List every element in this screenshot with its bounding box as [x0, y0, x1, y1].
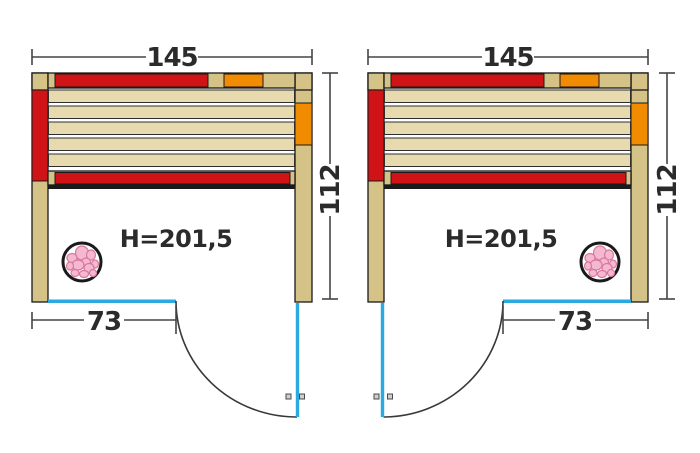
door-handle: [387, 393, 393, 400]
sauna-left: 145 112: [31, 43, 346, 418]
depth-dimension-label: 112: [316, 164, 346, 215]
bench-slat: [48, 89, 295, 103]
label-backing: [654, 164, 680, 216]
door-swing-arc: [175, 300, 298, 418]
door-handle: [373, 393, 380, 400]
bench-edge-line: [48, 185, 295, 189]
glass-door-open: [295, 303, 300, 417]
sauna-right-walls: [367, 72, 649, 303]
bench-slat: [48, 153, 295, 167]
bench-front-heater: [390, 172, 627, 185]
sauna-left-depth-dimension: 112: [316, 72, 346, 300]
ceiling-height-label: H=201,5: [445, 225, 558, 253]
bench-slat: [48, 137, 295, 151]
right-corner-post: [294, 72, 313, 91]
bench-front-heater: [54, 172, 291, 185]
bench-slat: [48, 121, 295, 135]
depth-dimension-label: 112: [653, 164, 683, 215]
left-corner-post: [367, 72, 385, 91]
sauna-left-front: [48, 299, 305, 418]
label-backing: [84, 307, 124, 334]
bench-slat: [384, 137, 631, 151]
label-backing: [317, 164, 343, 216]
sauna-stones-icon: [61, 241, 103, 283]
left-wall-heater-panel: [31, 89, 49, 182]
right-wall-heater-panel: [294, 102, 313, 146]
sauna-left-bench: [47, 89, 296, 189]
sauna-right-front: [373, 299, 631, 418]
right-wall-heater-panel: [630, 102, 649, 146]
sauna-stones-icon: [579, 241, 621, 283]
sauna-right-width-dimension: 145: [367, 43, 649, 73]
width-dimension-label: 145: [482, 43, 533, 73]
bench-slat: [384, 121, 631, 135]
sauna-right-depth-dimension: 112: [653, 72, 683, 300]
ceiling-height-label: H=201,5: [120, 225, 233, 253]
glass-front-panel: [48, 299, 176, 303]
right-corner-post: [630, 72, 649, 91]
back-wall-heater-orange: [223, 73, 264, 88]
label-backing: [482, 44, 534, 70]
door-handle: [285, 393, 292, 400]
sauna-right-bench: [383, 89, 632, 189]
bench-edge-line: [384, 185, 631, 189]
sauna-right: 145 112: [367, 43, 683, 418]
sauna-left-door-dimension: 73: [31, 306, 177, 337]
bench-slat: [384, 153, 631, 167]
back-wall-heater-red: [390, 73, 545, 88]
door-handle: [299, 393, 305, 400]
back-wall-heater-orange: [559, 73, 600, 88]
back-wall-heater-red: [54, 73, 209, 88]
label-backing: [146, 44, 198, 70]
door-width-label: 73: [558, 307, 592, 337]
label-backing: [555, 307, 595, 334]
sauna-left-width-dimension: 145: [31, 43, 313, 73]
bench-slat: [384, 105, 631, 119]
glass-front-panel: [503, 299, 631, 303]
left-corner-post: [31, 72, 49, 91]
width-dimension-label: 145: [146, 43, 197, 73]
left-wall-heater-panel: [367, 89, 385, 182]
door-width-label: 73: [87, 307, 121, 337]
bench-slat: [384, 89, 631, 103]
sauna-right-door-dimension: 73: [502, 306, 649, 337]
door-swing-arc: [383, 300, 504, 418]
glass-door-open: [380, 303, 385, 417]
bench-slat: [48, 105, 295, 119]
